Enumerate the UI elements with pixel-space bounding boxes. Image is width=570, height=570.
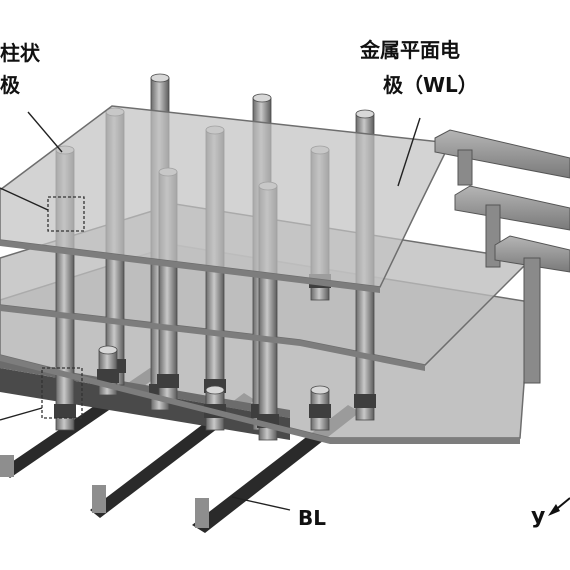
pillar-select-band-10 xyxy=(97,369,119,383)
pillar-cap-2 xyxy=(150,73,170,83)
stair-bar-1 xyxy=(434,129,570,179)
pillar-cap-3 xyxy=(252,93,272,103)
plate-label-line1: 金属平面电 xyxy=(359,38,460,62)
metal-plate-3-edge xyxy=(0,355,520,444)
metal-plate-1-edge xyxy=(0,240,380,293)
metal-plate-1 xyxy=(0,105,452,288)
left-leader-line-1 xyxy=(0,187,49,211)
bitline-foot-1 xyxy=(0,455,14,477)
pillar-highlight-box xyxy=(47,196,85,232)
pillar-leader-line xyxy=(27,111,63,153)
plate-label-line2: 极（WL） xyxy=(383,73,478,97)
left-leader-line-2 xyxy=(0,407,43,421)
staircase-contacts xyxy=(434,129,570,384)
pillar-cap-11 xyxy=(205,385,225,395)
pillar-cap-6 xyxy=(355,109,375,119)
stair-post-1 xyxy=(457,149,473,186)
metal-plate-2-edge xyxy=(0,305,425,371)
pillar-label-line2: 极 xyxy=(0,73,21,97)
axis-y-arrow xyxy=(548,497,570,516)
bitline-label: BL xyxy=(298,506,326,530)
stair-bar-3 xyxy=(494,235,570,273)
pillar-select-band-12 xyxy=(309,404,331,418)
pillar-label-line1: 柱状 xyxy=(0,41,41,65)
pillar-select-band-1 xyxy=(54,404,76,418)
pillar-select-band-7 xyxy=(157,374,179,388)
bitline-foot-3 xyxy=(195,498,209,528)
axis-y-label: y xyxy=(531,504,545,529)
stair-bar-2 xyxy=(454,185,570,231)
bitline-leader-line xyxy=(231,496,291,511)
plate-leader-line xyxy=(397,117,421,187)
stair-post-3 xyxy=(523,257,541,384)
bitline-foot-2 xyxy=(92,485,106,513)
pillar-cap-12 xyxy=(310,385,330,395)
pillar-cap-10 xyxy=(98,345,118,355)
selector-highlight-box xyxy=(41,367,83,419)
pillar-select-band-6 xyxy=(354,394,376,408)
